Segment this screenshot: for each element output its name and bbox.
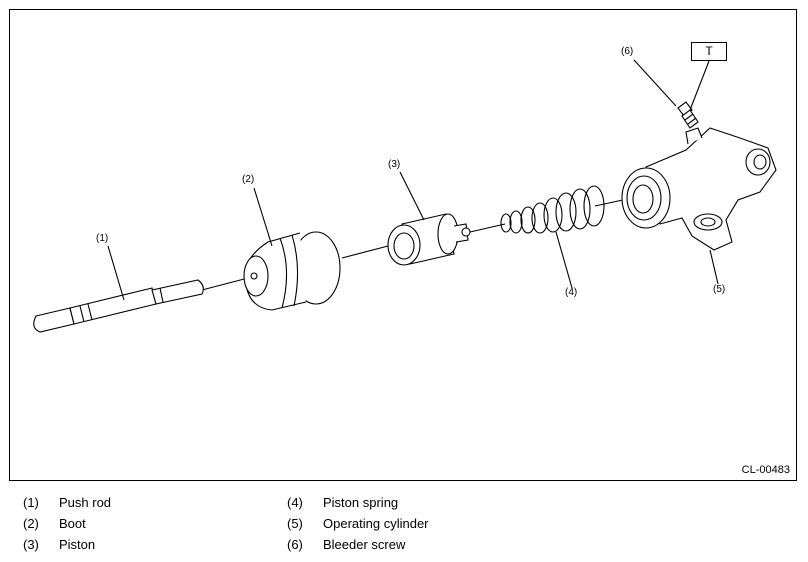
legend-item: (3) Piston xyxy=(23,534,111,555)
boot-drawing xyxy=(243,231,341,311)
piston-spring-drawing xyxy=(500,185,605,234)
diagram-drawing xyxy=(33,59,777,333)
torque-box: T xyxy=(691,42,727,61)
legend-item: (4) Piston spring xyxy=(287,492,429,513)
callout-2: (2) xyxy=(242,174,255,185)
legend-right-column: (4) Piston spring (5) Operating cylinder… xyxy=(287,492,429,555)
legend-number: (2) xyxy=(23,516,39,531)
legend-label: Bleeder screw xyxy=(323,537,406,552)
centerline-piston-spring xyxy=(469,223,506,233)
callout-6: (6) xyxy=(621,46,634,57)
leader-line-1 xyxy=(107,245,125,301)
legend-label: Piston spring xyxy=(323,495,399,510)
leader-line-3 xyxy=(399,171,425,221)
callout-5: (5) xyxy=(713,284,726,295)
legend-item: (5) Operating cylinder xyxy=(287,513,429,534)
legend-label: Boot xyxy=(59,516,86,531)
callout-1: (1) xyxy=(96,233,109,244)
legend-label: Operating cylinder xyxy=(323,516,429,531)
leader-line-2 xyxy=(253,187,273,247)
legend-label: Push rod xyxy=(59,495,112,510)
legend-item: (2) Boot xyxy=(23,513,111,534)
legend-number: (1) xyxy=(23,495,39,510)
legend-number: (3) xyxy=(23,537,39,552)
piston-drawing xyxy=(387,213,471,266)
callout-4: (4) xyxy=(565,287,578,298)
legend-number: (5) xyxy=(287,516,303,531)
legend-number: (6) xyxy=(287,537,303,552)
centerline-rod-boot xyxy=(201,277,249,291)
leader-line-4 xyxy=(555,231,573,289)
legend-item: (1) Push rod xyxy=(23,492,111,513)
leader-line-5 xyxy=(709,249,719,285)
bleeder-screw-drawing xyxy=(677,101,699,129)
legend-number: (4) xyxy=(287,495,303,510)
push-rod-drawing xyxy=(33,279,204,333)
legend-item: (6) Bleeder screw xyxy=(287,534,429,555)
leader-line-torque xyxy=(689,60,710,111)
centerline-boot-piston xyxy=(341,245,389,259)
operating-cylinder-drawing xyxy=(621,127,777,251)
callout-3: (3) xyxy=(388,159,401,170)
exploded-diagram: (1) (2) (3) (4) (5) (6) T CL-00483 xyxy=(9,9,797,481)
figure-code: CL-00483 xyxy=(741,464,790,476)
legend-label: Piston xyxy=(59,537,96,552)
leader-line-6 xyxy=(633,59,677,107)
legend-left-column: (1) Push rod (2) Boot (3) Piston xyxy=(23,492,111,555)
